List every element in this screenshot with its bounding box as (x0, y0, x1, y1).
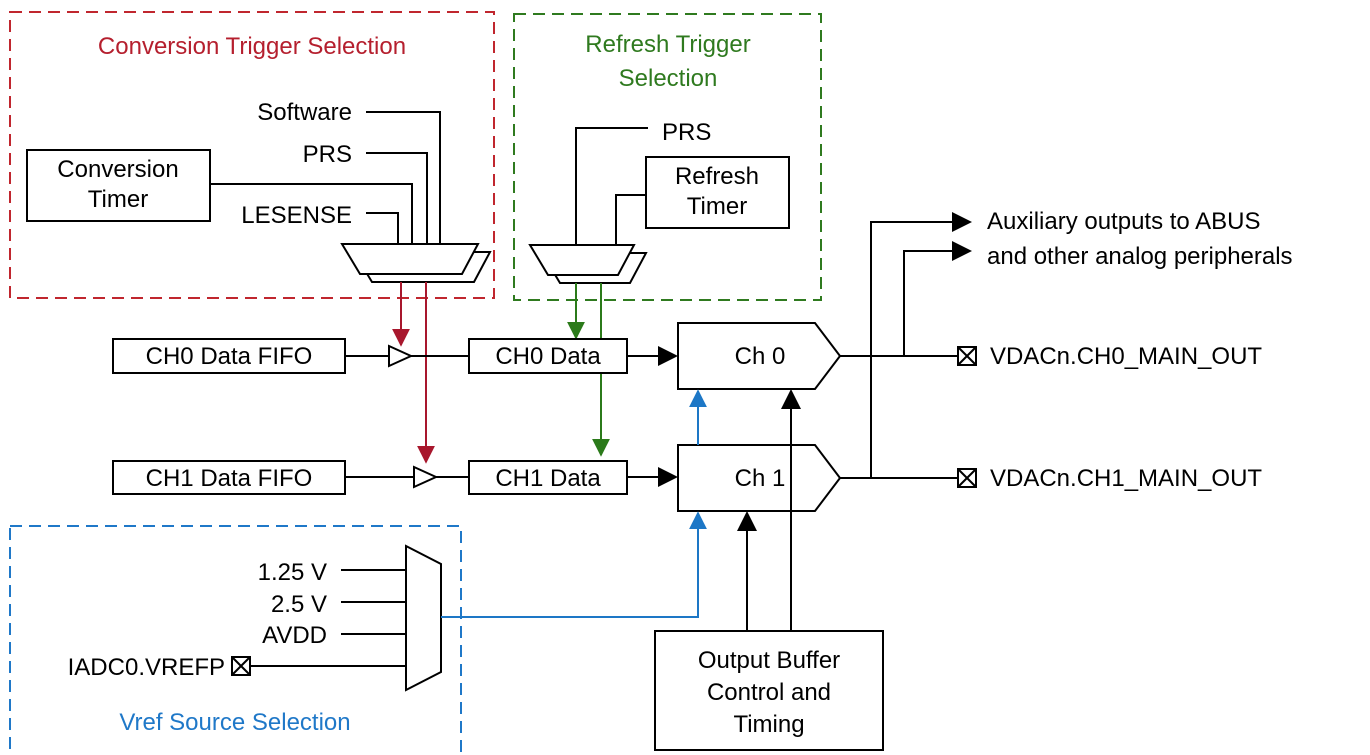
ch1-dac-label: Ch 1 (735, 465, 786, 492)
vref-25v-label: 2.5 V (271, 591, 327, 618)
vref-source-section (9, 525, 462, 755)
ch0-dac-block (677, 322, 842, 390)
ch0-main-out-label: VDACn.CH0_MAIN_OUT (990, 343, 1262, 370)
prs-wire (366, 152, 428, 244)
aux-output-wire-2 (903, 241, 972, 356)
lesense-input-label: LESENSE (241, 202, 352, 229)
output-buffer-label-line2: Control and (707, 679, 831, 706)
conversion-trigger-title: Conversion Trigger Selection (98, 33, 406, 60)
ch0-data-register (468, 338, 628, 374)
vref-avdd-label: AVDD (262, 622, 327, 649)
output-buffer-label-line1: Output Buffer (698, 647, 840, 674)
aux-outputs-label-line1: Auxiliary outputs to ABUS (987, 208, 1260, 235)
refresh-timer-label-line2: Timer (687, 193, 747, 220)
lesense-wire (366, 212, 399, 244)
vref-source-title: Vref Source Selection (119, 709, 350, 736)
software-input-label: Software (257, 99, 352, 126)
ch0-gate (388, 344, 414, 368)
ch1-gate (413, 465, 439, 489)
ch1-main-out-pin-icon (957, 468, 977, 488)
refresh-trigger-title-line2: Selection (619, 65, 718, 92)
refresh-timer-block (645, 156, 790, 229)
ch0-main-out-pin-icon (957, 346, 977, 366)
vref-125v-label: 1.25 V (258, 559, 327, 586)
ch1-data-register-label: CH1 Data (495, 465, 601, 492)
software-wire (366, 111, 441, 244)
refresh-timer-wire (615, 194, 646, 245)
refresh-trigger-title-line1: Refresh Trigger (585, 31, 750, 58)
vref-iadc-label: IADC0.VREFP (68, 654, 225, 681)
aux-outputs-label-line2: and other analog peripherals (987, 243, 1293, 270)
output-buffer-control-block (654, 630, 884, 751)
refresh-prs-input-label: PRS (662, 119, 711, 146)
ch1-data-fifo-label: CH1 Data FIFO (146, 465, 313, 492)
refresh-timer-label-line1: Refresh (675, 163, 759, 190)
vref-source-mux (405, 544, 442, 692)
refresh-trigger-mux (528, 244, 636, 276)
ch0-dac-label: Ch 0 (735, 343, 786, 370)
conversion-trigger-section (9, 11, 495, 299)
vref-to-ch1-wire (441, 511, 707, 618)
ch1-dac-block (677, 444, 842, 512)
iadc-vrefp-pin-icon (231, 656, 251, 676)
ch1-main-out-label: VDACn.CH1_MAIN_OUT (990, 465, 1262, 492)
conversion-trigger-mux (340, 243, 480, 275)
output-buffer-label-line3: Timing (733, 711, 804, 738)
conversion-timer-label-line1: Conversion (57, 156, 178, 183)
conversion-timer-block (26, 149, 211, 222)
refresh-trigger-section (513, 13, 822, 301)
ch0-data-fifo-label: CH0 Data FIFO (146, 343, 313, 370)
prs-input-label: PRS (303, 141, 352, 168)
ch0-data-register-label: CH0 Data (495, 343, 601, 370)
refresh-prs-wire (575, 127, 648, 245)
aux-output-wire-1 (870, 212, 972, 478)
conversion-timer-wire (210, 183, 413, 244)
conversion-timer-label-line2: Timer (88, 186, 148, 213)
